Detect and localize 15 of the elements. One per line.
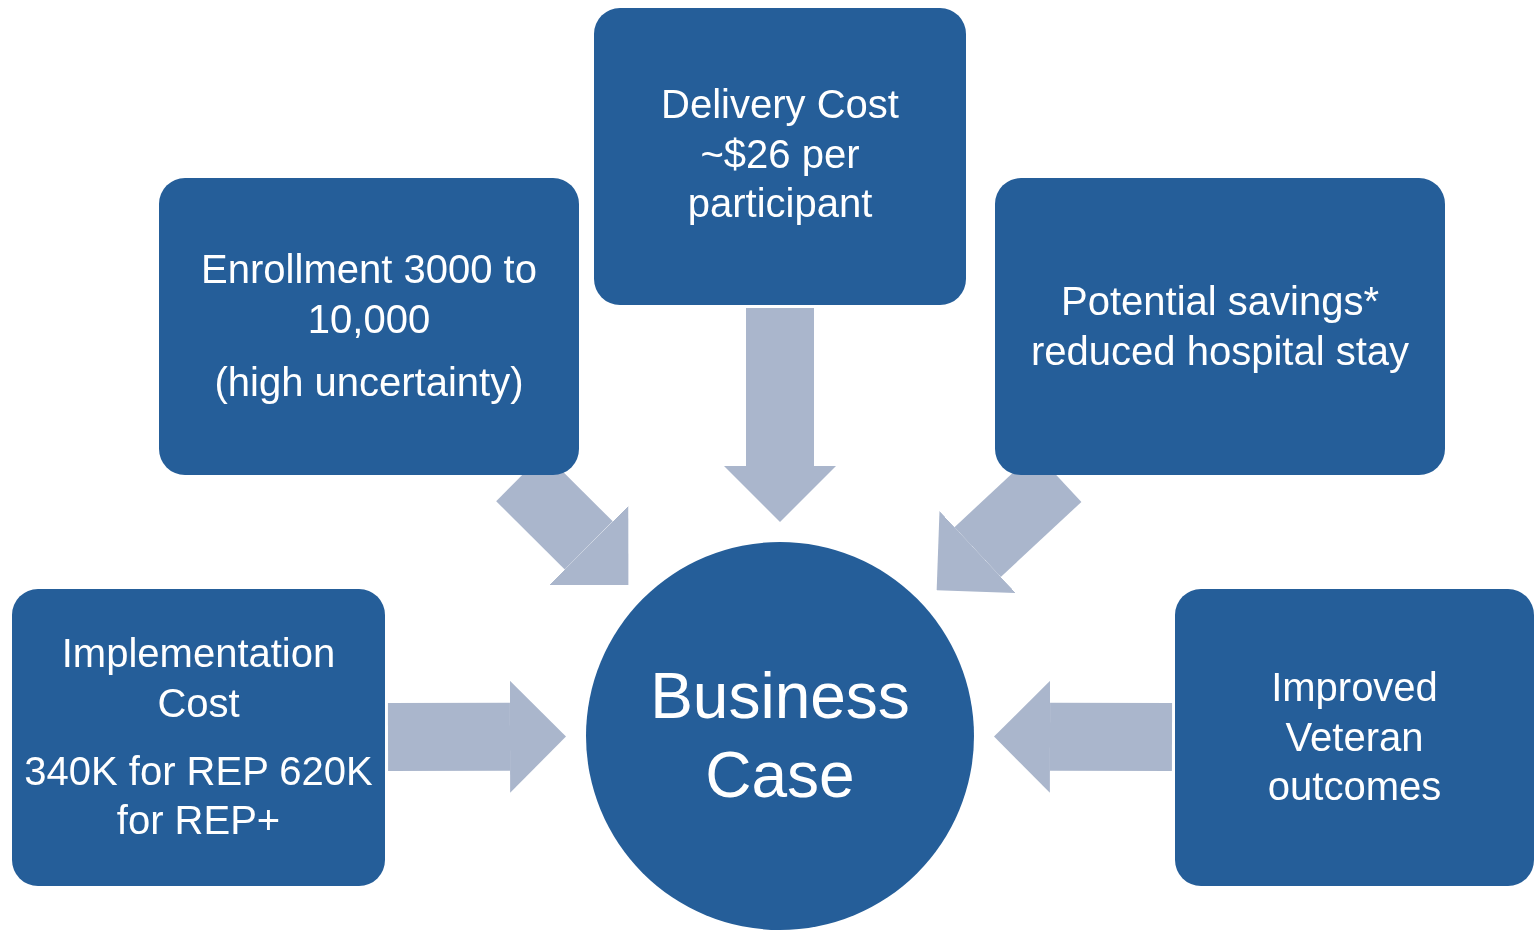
node-text: Potential savings* reduced hospital stay (1030, 277, 1410, 375)
node-text: Delivery Cost ~$26 per participant (660, 81, 900, 228)
process-box (594, 8, 966, 305)
node-text: (high uncertainty) (214, 359, 524, 407)
node-text: Implementation Cost (60, 630, 337, 727)
process-box (159, 178, 579, 475)
node-title: Business Case (649, 658, 911, 813)
node-text: Enrollment 3000 to 10,000 (200, 246, 538, 343)
process-box (12, 589, 385, 886)
process-box (1175, 589, 1534, 886)
process-box (995, 178, 1445, 475)
node-text: Improved Veteran outcomes (1266, 664, 1443, 811)
block-arrow (387, 680, 566, 793)
node-text: 340K for REP 620K for REP+ (23, 747, 374, 845)
block-arrow (724, 308, 836, 522)
